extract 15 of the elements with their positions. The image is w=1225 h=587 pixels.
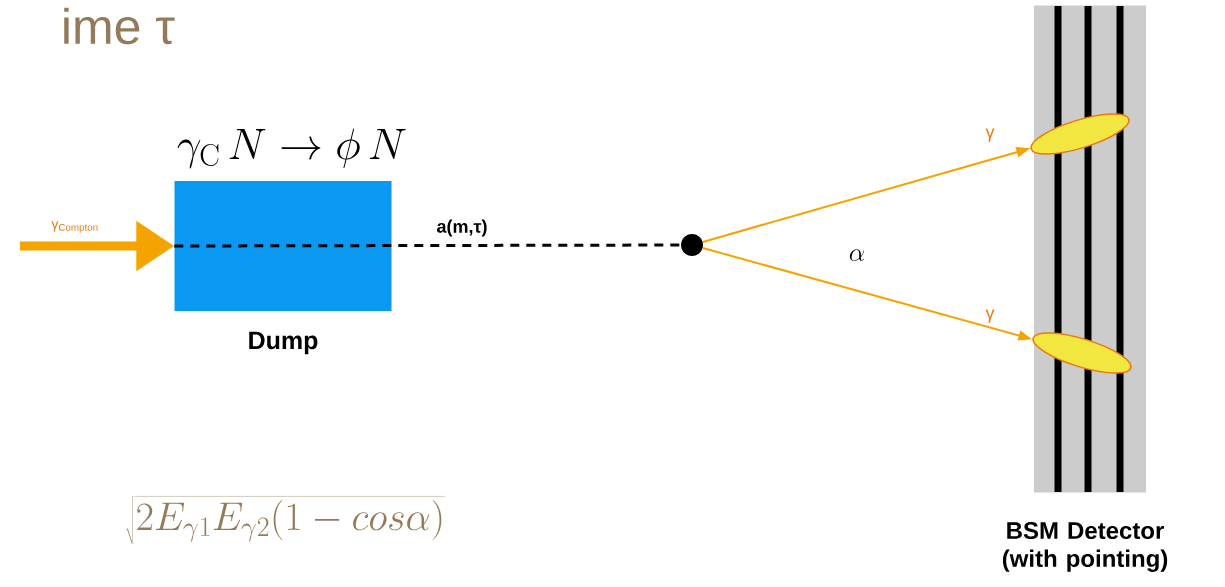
mass-formula: $\sqrt{2E_{\gamma 1}E_{\gamma 2}(1-cos\alpha)}$ (126, 496, 445, 545)
edge-label: γ (985, 309, 995, 323)
dump-block: Dump (174, 181, 392, 355)
detector-drawing: BSM Detector (with pointing) (1002, 5, 1168, 572)
decay-vertex (681, 234, 703, 256)
angle-label: $\alpha$ (849, 249, 865, 261)
reaction-formula: $\gamma_{\mathrm{C}}\, N \to \phi\, N$ (177, 128, 406, 169)
edge-label: a(m,τ) (437, 219, 487, 237)
edge-label: γ (985, 128, 995, 142)
node-label: BSM Detector (with pointing) (1002, 522, 1168, 572)
edge-label: γ$_{Compton}$ (51, 221, 98, 233)
heading-fragment: ime τ (64, 7, 175, 45)
energy-cluster (1032, 332, 1132, 374)
energy-cluster (1030, 113, 1130, 155)
node-label: Dump (249, 331, 318, 355)
